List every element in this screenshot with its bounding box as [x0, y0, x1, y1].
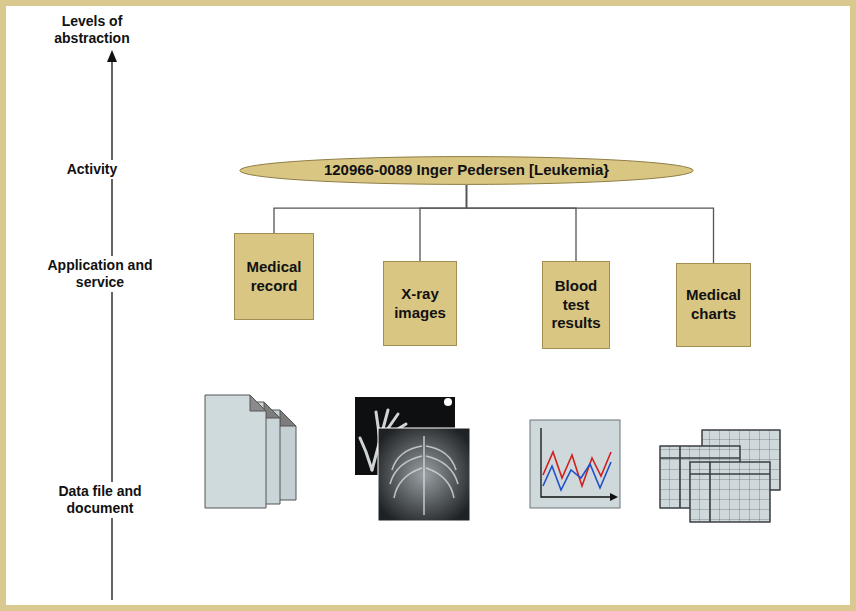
activity-text: 120966-0089 Inger Pedersen [Leukemia} [324, 161, 609, 180]
line-chart-icon [530, 420, 620, 508]
service-box: Medical charts [676, 263, 751, 347]
service-label: X-ray images [387, 285, 453, 323]
xray-images [355, 397, 470, 521]
service-box: Blood test results [542, 261, 610, 349]
tree-connector [420, 185, 467, 261]
axis-level-label: Application and service [44, 256, 156, 292]
chart-sheets [660, 430, 780, 522]
service-label: Medical record [238, 258, 310, 296]
axis-level-label: Levels of abstraction [44, 12, 140, 48]
tree-connector [274, 185, 467, 233]
axis-level-label: Activity [58, 160, 126, 179]
tree-connector [467, 185, 714, 263]
service-box: X-ray images [383, 261, 457, 346]
service-label: Medical charts [680, 286, 747, 324]
service-label: Blood test results [546, 277, 606, 333]
activity-ellipse: 120966-0089 Inger Pedersen [Leukemia} [238, 156, 695, 185]
document-stack [205, 395, 296, 508]
axis-level-label: Data file and document [44, 482, 156, 518]
service-box: Medical record [234, 233, 314, 320]
tree-connector [467, 185, 577, 261]
